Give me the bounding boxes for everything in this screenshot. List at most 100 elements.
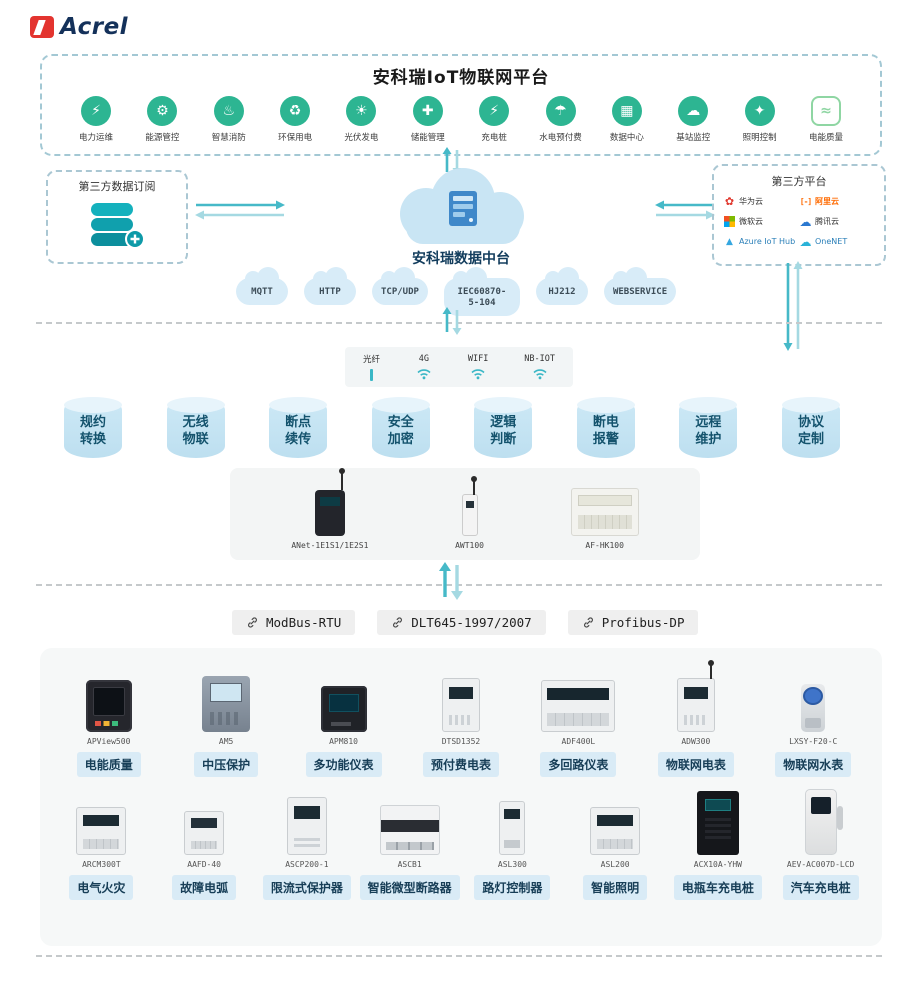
product: AM5 中压保护	[167, 670, 284, 777]
cloud-vendor-icon	[800, 236, 811, 247]
app-glyph: ≈	[820, 103, 832, 119]
product-category-chip: 智能照明	[583, 875, 648, 900]
app-icon: ☂	[545, 96, 576, 126]
gateway-devices-box: ANet-1E1S1/1E2S1 AWT100 AF-HK100	[230, 468, 700, 560]
network-type: 4G	[416, 354, 432, 380]
product-device-image	[286, 797, 327, 855]
cloud-server-icon	[400, 168, 524, 244]
protocol-cloud-label: HTTP	[319, 287, 341, 297]
product-category-chip: 路灯控制器	[474, 875, 551, 900]
product-model: AAFD-40	[187, 860, 221, 869]
capability-cylinder: 断点续传	[269, 397, 328, 458]
capability-cylinder: 逻辑判断	[474, 397, 533, 458]
app-glyph: ☂	[554, 103, 567, 119]
cloud-vendor-name: 微软云	[739, 217, 763, 226]
network-type-label: NB-IOT	[524, 354, 555, 364]
app-glyph: ✚	[421, 103, 434, 119]
gateway-model-name: AF-HK100	[585, 541, 624, 550]
product-image-slot	[85, 670, 132, 732]
wifi-icon	[417, 369, 431, 380]
protocol-cloud-label: MQTT	[251, 287, 273, 297]
app-glyph: ♻	[288, 103, 302, 119]
app-icon: ☁	[678, 96, 709, 126]
product-category-chip: 电气火灾	[69, 875, 134, 900]
product-device-image	[76, 807, 127, 855]
product-device-image	[184, 811, 225, 855]
network-type: 光纤	[363, 353, 380, 381]
network-type-label: 4G	[418, 354, 430, 364]
protocol-cloud-label: TCP/UDP	[381, 287, 419, 297]
cloud-vendor: Azure IoT Hub	[724, 236, 798, 247]
capability-cylinder: 远程维护	[679, 397, 738, 458]
product-image-slot	[804, 789, 843, 855]
link-icon	[248, 617, 257, 628]
app-icon: ⚡	[479, 96, 510, 126]
product: AAFD-40 故障电弧	[153, 793, 256, 900]
gateway-image-slot	[461, 476, 478, 536]
link-icon	[393, 617, 403, 628]
app-icon: ♨	[213, 96, 244, 126]
product-device-image	[696, 791, 739, 855]
app-icon: ✦	[744, 96, 775, 126]
capability-label: 协议定制	[797, 415, 824, 447]
product-model: ASCB1	[397, 860, 422, 869]
product: ADW300 物联网电表	[637, 660, 754, 777]
product: ASCB1 智能微型断路器	[358, 793, 461, 900]
cloud-vendor-icon	[800, 196, 811, 207]
protocol-cloud: WEBSERVICE	[603, 267, 677, 305]
app-label: 光伏发电	[344, 133, 379, 143]
protocol-cloud: TCP/UDP	[372, 267, 428, 305]
platform-app: ▦ 数据中心	[597, 96, 657, 143]
cloud-vendor: 微软云	[724, 216, 798, 227]
product-image-slot	[676, 660, 715, 732]
app-icon: ⚡	[81, 96, 111, 126]
product-category-chip: 智能微型断路器	[359, 875, 460, 900]
gateway-image-slot	[570, 486, 639, 536]
app-label: 照明控制	[742, 133, 777, 143]
cloud-vendors-grid: 华为云 阿里云 微软云 腾讯云	[724, 196, 874, 247]
capability-label: 规约转换	[80, 415, 107, 447]
capabilities-row: 规约转换 无线物联 断点续传 安全加密 逻辑判断 断电报警 远程维护	[64, 397, 840, 458]
product-category-chip: 电瓶车充电桩	[673, 875, 762, 900]
network-signal-icon	[369, 367, 373, 381]
app-icon: ⚙	[147, 96, 178, 126]
app-icon: ☀	[346, 96, 377, 126]
product-device-image	[320, 686, 367, 732]
field-protocol-label: Profibus-DP	[601, 615, 685, 630]
app-glyph: ✦	[753, 103, 766, 119]
product-image-slot	[202, 670, 251, 732]
product-category-chip: 汽车充电桩	[782, 875, 859, 900]
product: APM810 多功能仪表	[285, 670, 402, 777]
platform-box-title: 第三方平台	[771, 175, 827, 188]
fiber-line-icon	[369, 369, 373, 381]
platform-app: ≈ 电能质量	[796, 96, 856, 143]
cloud-vendor-icon	[724, 216, 735, 227]
subscription-box-title: 第三方数据订阅	[78, 180, 156, 193]
app-glyph: ⚡	[489, 103, 500, 119]
third-party-subscription-box: 第三方数据订阅	[46, 170, 188, 264]
product-image-slot	[76, 793, 127, 855]
product-device-image	[804, 789, 843, 855]
app-icon: ▦	[611, 96, 642, 126]
products-row-1: APView500 电能质量 AM5 中压保护 APM810	[50, 660, 872, 777]
cloud-vendor-icon	[800, 216, 811, 227]
field-protocol-chip: ModBus-RTU	[232, 610, 356, 635]
capability-cylinder: 协议定制	[781, 397, 840, 458]
product-device-image	[85, 680, 132, 732]
product-category-chip: 限流式保护器	[262, 875, 351, 900]
database-subscribe-icon	[91, 203, 145, 249]
vertical-exchange-arrows-icon	[783, 261, 803, 351]
product: ASL200 智能照明	[564, 793, 667, 900]
link-icon	[583, 617, 593, 628]
capability-label: 安全加密	[387, 415, 414, 447]
product-category-chip: 物联网水表	[775, 752, 852, 777]
cloud-vendor: 阿里云	[800, 196, 874, 207]
product-device-image	[590, 807, 641, 855]
product-device-image	[379, 805, 440, 855]
platform-app: ✚ 储能管理	[398, 96, 458, 143]
gateway-device: AF-HK100	[570, 486, 639, 550]
platform-app: ☀ 光伏发电	[331, 96, 391, 143]
data-hub-cloud: 安科瑞数据中台	[366, 162, 556, 272]
wifi-icon	[533, 369, 547, 380]
cloud-vendor: 华为云	[724, 196, 798, 207]
